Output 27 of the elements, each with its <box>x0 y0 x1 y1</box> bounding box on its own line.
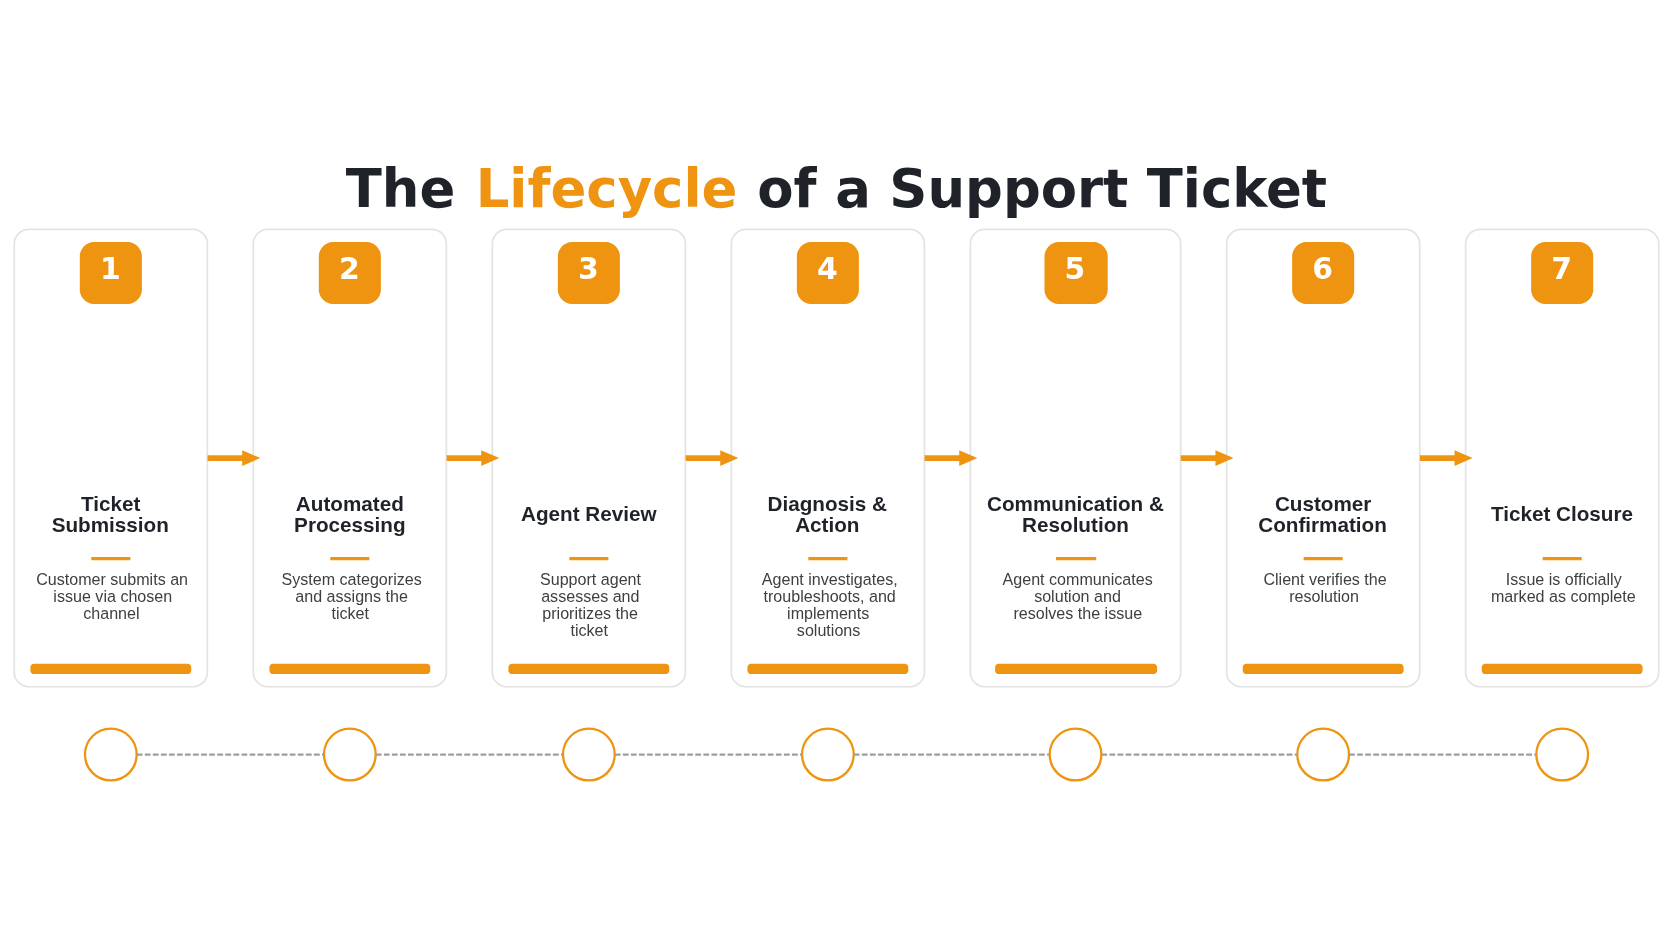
arrow <box>685 449 738 466</box>
diagram-title: The Lifecycle of a Support Ticket <box>345 157 1327 219</box>
node-box: 5 Communication & Resolution Agent communicates solution and resolves the issue <box>969 228 1181 688</box>
node-box: 4 Diagnosis & Action Agent investigates, troubleshoots, and implements solutions <box>730 228 925 688</box>
connector <box>375 752 563 756</box>
arrow <box>924 449 977 466</box>
connector <box>1101 752 1297 756</box>
arrow <box>1180 449 1234 466</box>
node-circle <box>322 727 377 782</box>
node-box: 6 Customer Confirmation Client verifies the resolution <box>1225 228 1421 688</box>
node-circle <box>83 727 138 782</box>
connector <box>136 752 324 756</box>
node-circle <box>1048 727 1102 782</box>
connector <box>853 752 1049 756</box>
connector <box>614 752 802 756</box>
arrow <box>1419 449 1473 466</box>
node-circle <box>800 727 855 782</box>
node-box: 3 Agent Review Support agent assesses and prioritizes the ticket <box>490 228 686 688</box>
node-circle <box>1295 727 1350 782</box>
node-box: 2 Automated Processing System categorizes and assigns the ticket <box>251 228 447 688</box>
node-circle <box>561 727 616 782</box>
node-box: 7 Ticket Closure Issue is officially marked as complete <box>1464 228 1660 688</box>
arrow <box>207 449 260 466</box>
node-circle <box>1534 727 1589 782</box>
arrow <box>446 449 499 466</box>
connector <box>1348 752 1536 756</box>
node-box: 1 Ticket Submission Customer submits an issue via chosen channel <box>12 228 208 688</box>
